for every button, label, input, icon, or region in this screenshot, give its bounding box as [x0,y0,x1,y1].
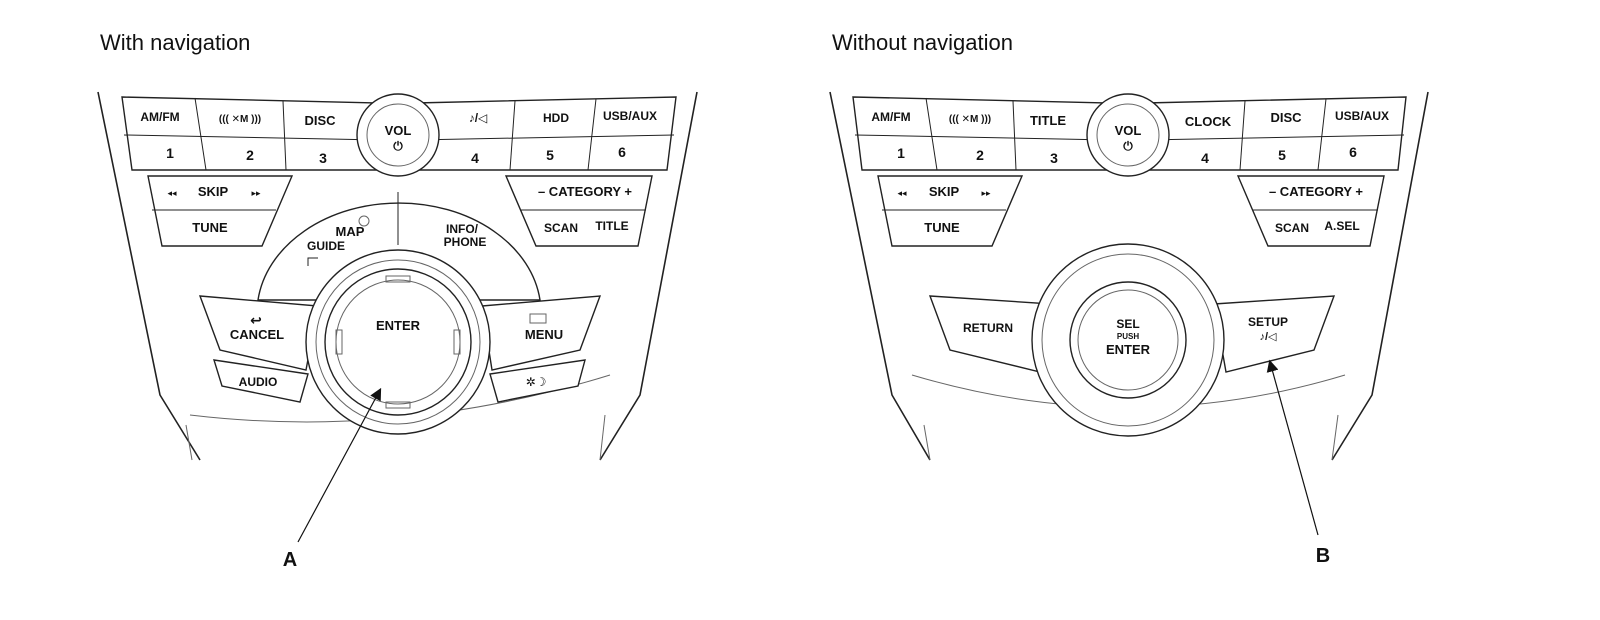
scan-button[interactable]: SCAN [544,221,578,235]
callout-a: A [283,387,382,571]
media-button[interactable]: ♪/◁ [469,111,488,125]
preset-1-button[interactable]: 1 [897,145,905,161]
caption-without-navigation: Without navigation [832,30,1013,55]
title-button[interactable]: TITLE [1030,113,1066,128]
enter-label: ENTER [1106,342,1151,357]
sirius-xm-button[interactable]: ((( ✕M ))) [219,114,261,125]
sirius-xm-button[interactable]: ((( ✕M ))) [949,114,991,125]
right-skip-tune-block: ◂◂ SKIP ▸▸ TUNE [877,175,1024,247]
preset-6-button[interactable]: 6 [1349,144,1357,160]
am-fm-button[interactable]: AM/FM [871,110,910,124]
preset-2-button[interactable]: 2 [246,147,254,163]
left-category-block: – CATEGORY + SCAN TITLE [504,175,653,247]
callout-a-label: A [283,549,297,571]
audio-button[interactable]: AUDIO [213,359,309,403]
right-category-block: – CATEGORY + SCAN A.SEL [1236,175,1385,247]
interface-dial[interactable]: ENTER [305,249,491,435]
tune-button[interactable]: TUNE [192,220,228,235]
cancel-button[interactable]: ↩ CANCEL [198,295,319,371]
return-label: RETURN [963,321,1013,335]
setup-label: SETUP [1248,315,1288,329]
guide-button[interactable]: GUIDE [307,239,345,253]
selector-knob[interactable]: SEL PUSH ENTER [1031,243,1225,437]
vol-label: VOL [1115,123,1142,138]
callout-b-label: B [1316,545,1330,567]
preset-3-button[interactable]: 3 [1050,150,1058,166]
enter-label: ENTER [376,318,421,333]
audio-select-button[interactable]: A.SEL [1324,219,1359,233]
usb-aux-button[interactable]: USB/AUX [603,109,657,123]
menu-label: MENU [525,327,563,342]
right-preset-row: 1 2 3 4 5 6 [897,144,1357,166]
setup-audio-icon: ♪/◁ [1259,331,1277,343]
day-night-button[interactable]: ✲☽ [489,359,586,403]
left-console [97,91,698,461]
left-preset-row: 1 2 3 4 5 6 [166,144,626,166]
disc-button[interactable]: DISC [304,113,336,128]
preset-1-button[interactable]: 1 [166,145,174,161]
guide-arrow-icon [307,257,318,266]
preset-4-button[interactable]: 4 [1201,150,1209,166]
menu-button[interactable]: MENU [481,295,602,371]
preset-5-button[interactable]: 5 [546,147,554,163]
audio-label: AUDIO [239,375,278,389]
skip-button[interactable]: SKIP [929,184,960,199]
category-button[interactable]: – CATEGORY + [538,184,632,199]
clock-button[interactable]: CLOCK [1185,114,1232,129]
tune-button[interactable]: TUNE [924,220,960,235]
map-dot-icon [358,215,370,227]
scan-button[interactable]: SCAN [1275,221,1309,235]
preset-2-button[interactable]: 2 [976,147,984,163]
right-top-row: AM/FM ((( ✕M ))) TITLE CLOCK DISC USB/AU… [871,109,1389,129]
left-skip-tune-block: ◂◂ SKIP ▸▸ TUNE [147,175,294,247]
skip-forward-icon[interactable]: ▸▸ [251,188,261,198]
push-label: PUSH [1117,332,1139,341]
menu-screen-icon [529,313,547,324]
info-phone-line1[interactable]: INFO/ [446,222,479,236]
disc-button[interactable]: DISC [1270,110,1302,125]
title-button[interactable]: TITLE [595,219,628,233]
setup-button[interactable]: SETUP ♪/◁ [1213,295,1336,373]
skip-back-icon[interactable]: ◂◂ [167,188,177,198]
preset-5-button[interactable]: 5 [1278,147,1286,163]
hdd-button[interactable]: HDD [543,111,569,125]
caption-with-navigation: With navigation [100,30,251,55]
power-icon: ⏻ [393,139,403,153]
am-fm-button[interactable]: AM/FM [140,110,179,124]
day-night-label: ✲☽ [526,375,547,389]
cancel-arrow-icon: ↩ [250,312,262,328]
map-button[interactable]: MAP [336,224,365,239]
usb-aux-button[interactable]: USB/AUX [1335,109,1389,123]
preset-6-button[interactable]: 6 [618,144,626,160]
left-top-row: AM/FM ((( ✕M ))) DISC ♪/◁ HDD USB/AUX [140,109,657,128]
preset-4-button[interactable]: 4 [471,150,479,166]
skip-forward-icon[interactable]: ▸▸ [981,188,991,198]
category-button[interactable]: – CATEGORY + [1269,184,1363,199]
callout-b: B [1266,359,1330,567]
right-vol-knob[interactable]: VOL ⏻ [1086,93,1170,177]
vol-label: VOL [385,123,412,138]
left-vol-knob[interactable]: VOL ⏻ [356,93,440,177]
skip-button[interactable]: SKIP [198,184,229,199]
cancel-label: CANCEL [230,327,284,342]
info-phone-line2[interactable]: PHONE [444,235,487,249]
preset-3-button[interactable]: 3 [319,150,327,166]
skip-back-icon[interactable]: ◂◂ [897,188,907,198]
sel-label: SEL [1116,317,1139,331]
power-icon: ⏻ [1123,139,1133,153]
